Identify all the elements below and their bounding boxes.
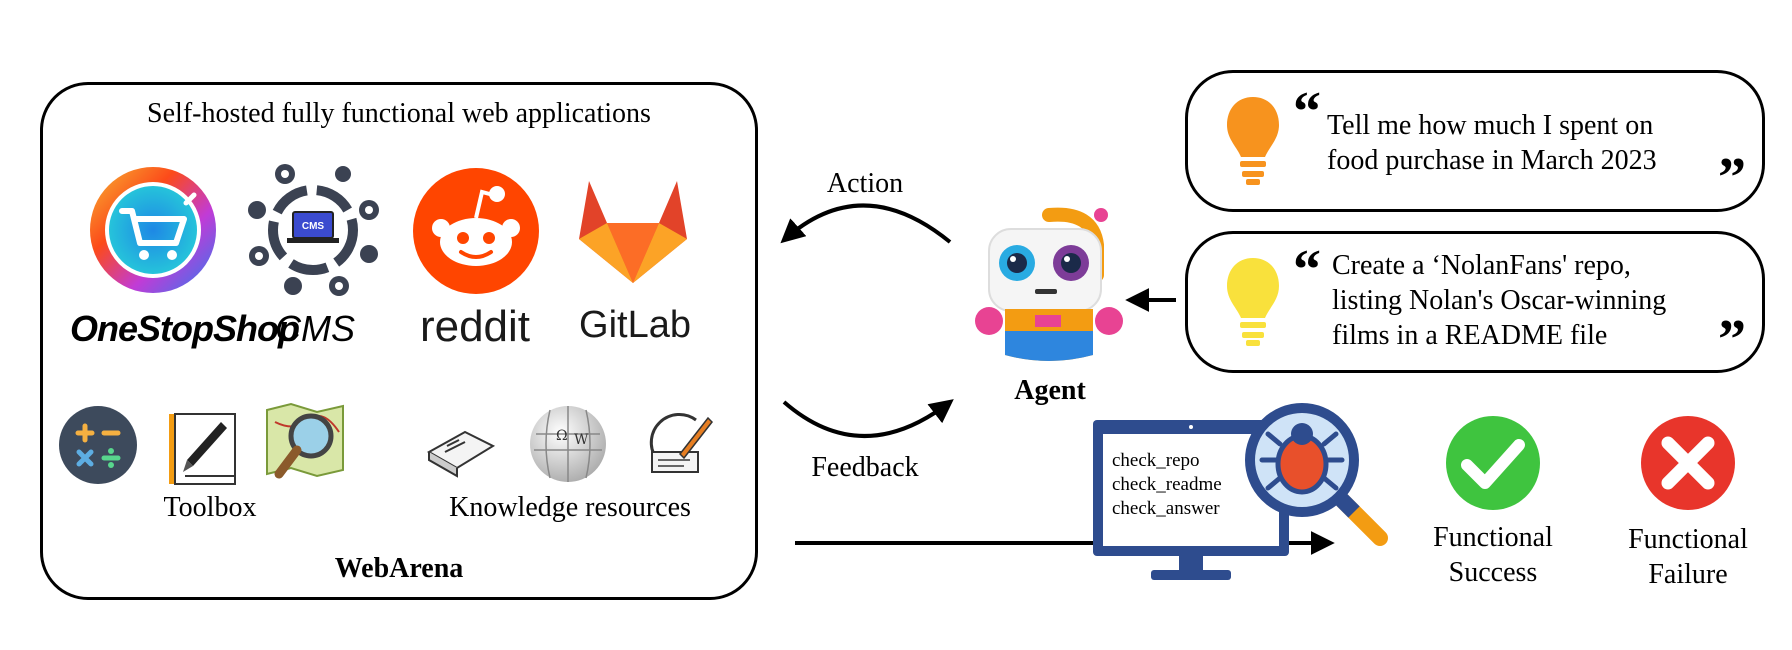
wikipedia-globe-icon[interactable]: Ω W (528, 404, 608, 484)
shopping-cart-icon[interactable] (88, 165, 218, 295)
lightbulb-icon (1225, 256, 1281, 348)
notepad-pen-icon[interactable] (165, 408, 243, 488)
robot-agent-icon[interactable] (975, 205, 1125, 370)
svg-text:Ω: Ω (556, 428, 568, 444)
cms-network-icon[interactable]: CMS (243, 160, 383, 300)
app-label-gitlab: GitLab (579, 304, 691, 346)
functional-failure-label: Functional Failure (1628, 524, 1748, 590)
webarena-label: WebArena (334, 553, 464, 584)
svg-text:W: W (574, 432, 589, 448)
app-label-cms: CMS (275, 308, 355, 349)
webarena-environment-box (40, 82, 758, 600)
check-list: check_repo check_readme check_answer (1112, 449, 1222, 521)
gitlab-fox-icon[interactable] (575, 177, 691, 287)
open-quote: “ (1293, 239, 1321, 301)
svg-text:CMS: CMS (302, 221, 325, 232)
webarena-title: Self-hosted fully functional web applica… (147, 98, 651, 129)
action-arrow (780, 203, 952, 244)
manual-icon[interactable] (649, 410, 716, 476)
intent-bubble-2 (1185, 231, 1765, 373)
knowledge-resources-label: Knowledge resources (449, 492, 691, 523)
calculator-icon[interactable] (58, 405, 138, 485)
feedback-label: Feedback (811, 452, 919, 483)
functional-success-label: Functional Success (1433, 522, 1553, 588)
check-item: check_repo (1112, 450, 1200, 471)
app-label-reddit: reddit (419, 302, 531, 351)
toolbox-label: Toolbox (163, 492, 257, 523)
check-icon (1445, 415, 1541, 511)
cross-icon (1640, 415, 1736, 511)
intent-bubble-1 (1185, 70, 1765, 212)
agent-label: Agent (1014, 375, 1086, 406)
check-item: check_readme (1112, 474, 1222, 495)
open-quote: “ (1293, 81, 1321, 143)
reddit-alien-icon[interactable] (413, 168, 539, 294)
close-quote: ” (1718, 147, 1746, 209)
intent-text-1: Tell me how much I spent on food purchas… (1327, 110, 1657, 176)
feedback-arrow (782, 399, 954, 438)
intent-text-2: Create a ‘NolanFans' repo, listing Nolan… (1332, 250, 1667, 351)
documentation-icon[interactable] (425, 420, 497, 478)
action-label: Action (826, 168, 904, 199)
map-magnifier-icon[interactable] (265, 402, 345, 484)
close-quote: ” (1718, 309, 1746, 371)
check-item: check_answer (1112, 498, 1220, 519)
lightbulb-icon (1225, 95, 1281, 187)
bug-magnifier-icon (1240, 398, 1392, 550)
